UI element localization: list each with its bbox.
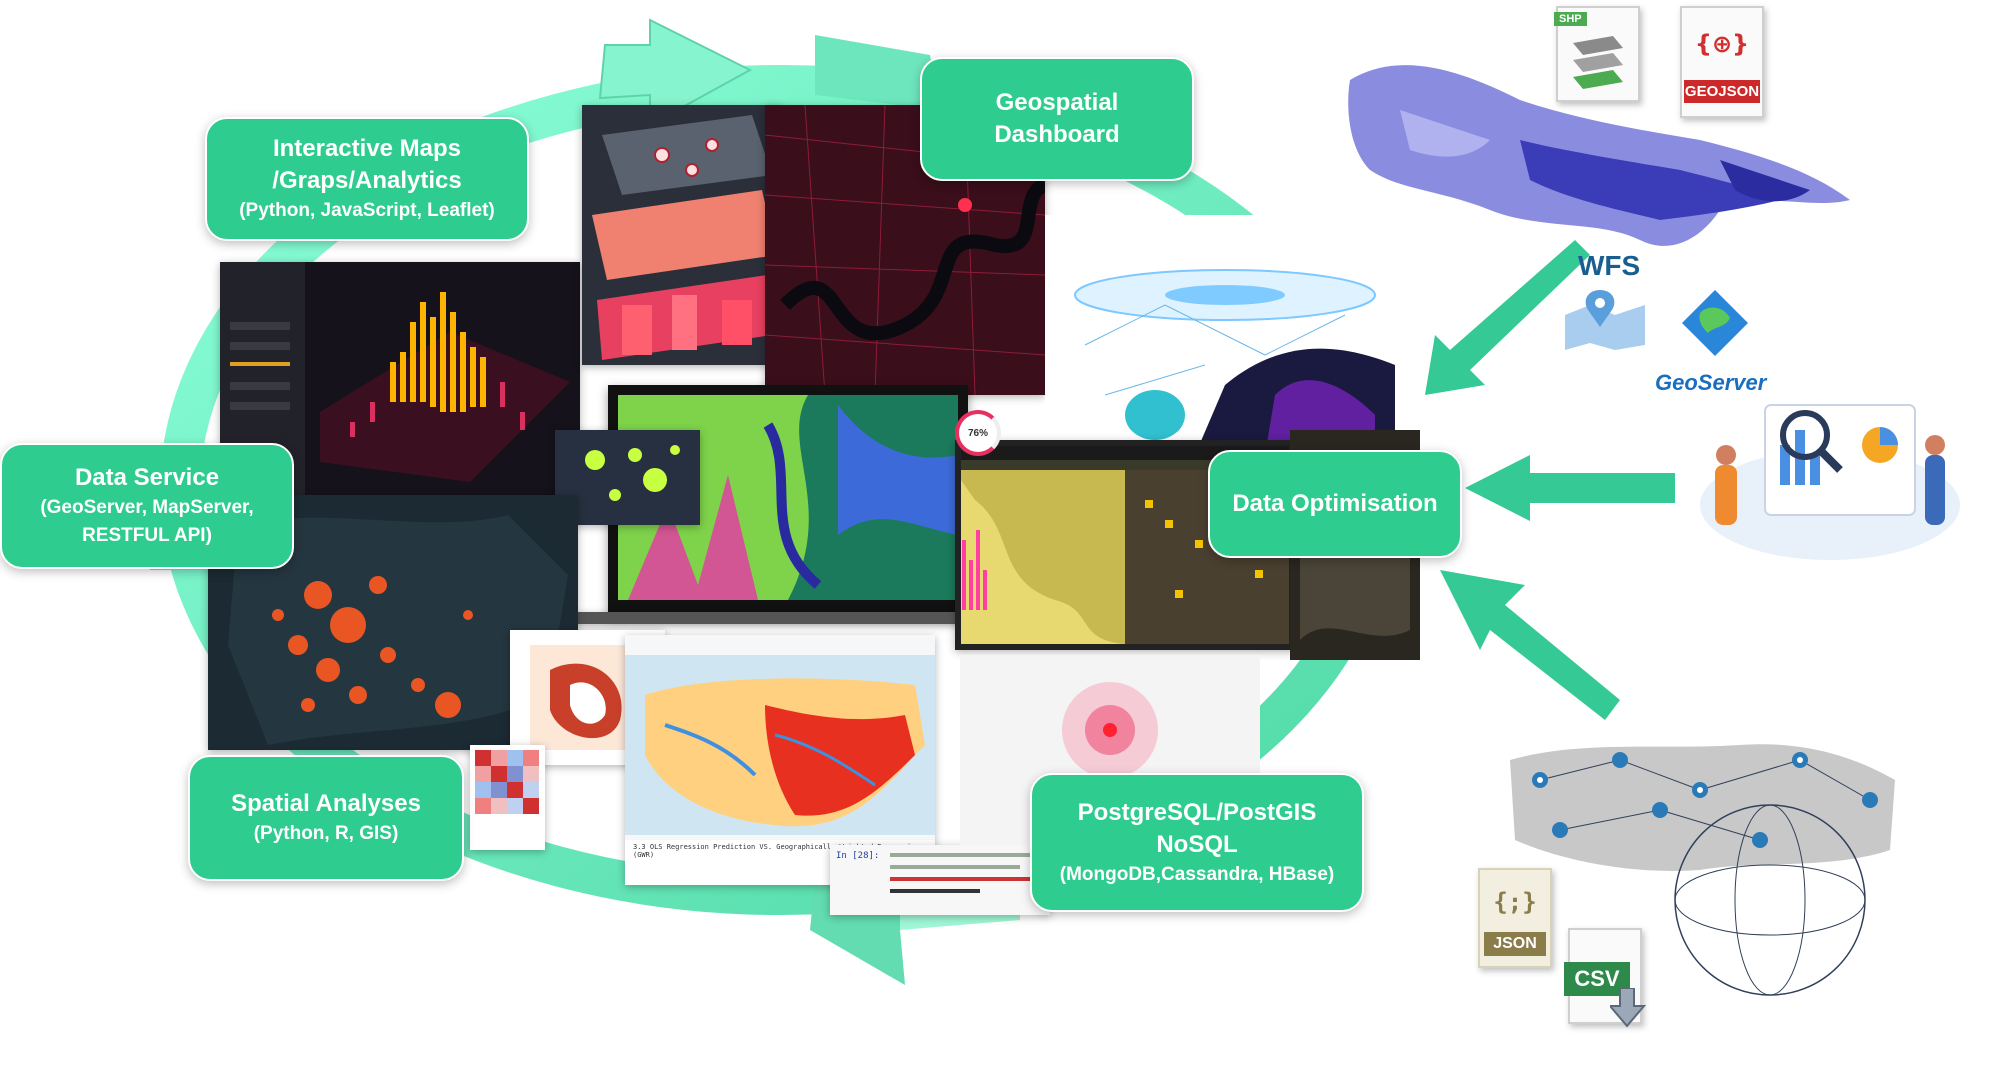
bar-mini-chart <box>960 520 990 610</box>
data-service-sub-2: RESTFUL API) <box>82 525 212 546</box>
database-sub: (MongoDB,Cassandra, HBase) <box>1059 863 1335 885</box>
choropleth-map <box>1340 40 1860 260</box>
geojson-file-icon: {⊕} GEOJSON <box>1680 6 1764 118</box>
csv-tag: CSV <box>1564 962 1630 996</box>
json-tag: JSON <box>1484 932 1546 956</box>
map-pin-icon <box>1560 285 1650 350</box>
geoserver-label: GeoServer <box>1655 370 1767 395</box>
wfs-label: WFS <box>1578 250 1641 281</box>
network-visual-panel <box>1045 215 1405 455</box>
arrow-head-top <box>598 18 753 127</box>
interactive-maps-label: Interactive Maps /Graps/Analytics (Pytho… <box>205 117 529 241</box>
shp-tag: SHP <box>1554 12 1587 26</box>
notebook-code-cell: In [28]: <box>830 845 1050 915</box>
gauge-value: 76% <box>967 427 988 439</box>
arrow-wfs <box>1425 240 1590 395</box>
gauge: 76% <box>955 410 1001 456</box>
database-label: PostgreSQL/PostGIS NoSQL (MongoDB,Cassan… <box>1030 773 1364 912</box>
data-service-title: Data Service <box>74 464 220 491</box>
interactive-maps-sub: (Python, JavaScript, Leaflet) <box>239 200 495 221</box>
dashboard-title: Geospatial <box>995 89 1119 116</box>
city-network-map-panel <box>765 105 1045 395</box>
notebook-heading: 3.3 OLS Regression Prediction VS. Geogra… <box>633 843 920 859</box>
arrow-top-right <box>815 35 940 110</box>
analytics-illustration <box>1695 395 1965 565</box>
dots-map-panel <box>555 430 700 525</box>
data-optimisation-title: Data Optimisation <box>1232 490 1438 517</box>
csv-file-icon: CSV <box>1564 928 1647 1028</box>
interactive-maps-title: Interactive Maps <box>272 135 462 162</box>
spatial-analyses-sub: (Python, R, GIS) <box>253 823 399 844</box>
laptop-base <box>560 612 990 624</box>
geojson-symbol: {⊕} <box>1694 30 1750 58</box>
geojson-tag: GEOJSON <box>1684 80 1760 103</box>
data-service-sub: (GeoServer, MapServer, <box>40 497 254 518</box>
json-symbol: {;} <box>1493 888 1537 916</box>
database-title-2: NoSQL <box>1156 830 1238 858</box>
notebook-cell-label: In [28]: <box>836 851 880 861</box>
data-service-label: Data Service (GeoServer, MapServer, REST… <box>0 443 294 569</box>
arrow-analytics <box>1465 455 1675 521</box>
correlation-matrix-panel <box>470 745 545 850</box>
json-file-icon: {;} JSON <box>1478 868 1552 968</box>
us-map-notebook-panel: 3.3 OLS Regression Prediction VS. Geogra… <box>625 635 935 885</box>
geoserver-globe-icon <box>1680 288 1750 358</box>
interactive-maps-title-2: /Graps/Analytics <box>272 167 462 194</box>
arrow-network <box>1440 570 1620 720</box>
spatial-analyses-label: Spatial Analyses (Python, R, GIS) <box>188 755 464 881</box>
geospatial-dashboard-label: Geospatial Dashboard <box>920 57 1194 181</box>
dashboard-title-2: Dashboard <box>994 121 1120 148</box>
data-optimisation-label: Data Optimisation <box>1208 450 1462 558</box>
shp-file-icon: SHP <box>1554 6 1640 102</box>
layered-map-panel <box>582 105 782 365</box>
database-title: PostgreSQL/PostGIS <box>1077 798 1317 826</box>
spatial-analyses-title: Spatial Analyses <box>231 790 421 817</box>
world-network-graphic <box>1500 700 1900 1000</box>
